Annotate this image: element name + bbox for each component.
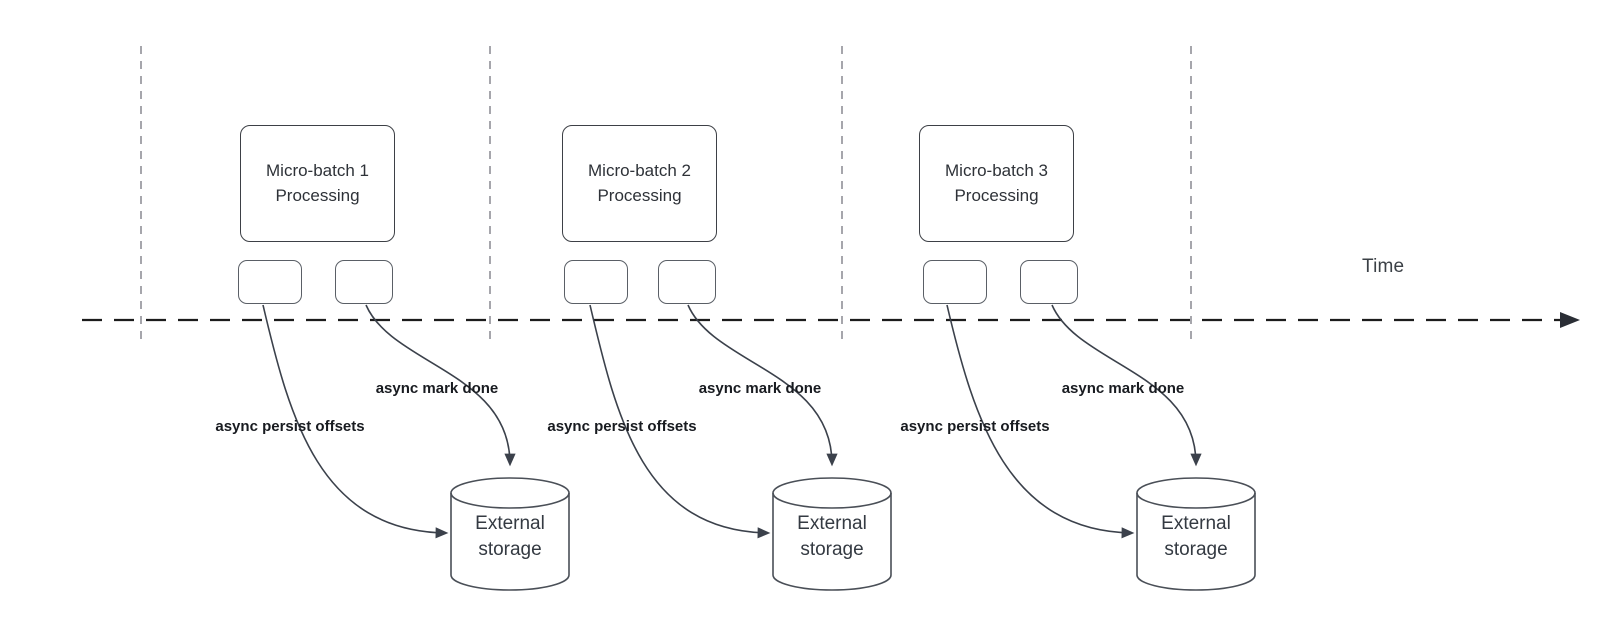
persist-offsets-arrow bbox=[946, 304, 1135, 539]
persist-offsets-arrow bbox=[262, 304, 449, 539]
time-axis-arrowhead bbox=[1560, 312, 1580, 328]
mark-done-arrow bbox=[687, 304, 838, 467]
time-axis-label: Time bbox=[1362, 256, 1405, 277]
mark-done-arrow bbox=[1051, 304, 1202, 467]
mark-done-arrow bbox=[365, 304, 516, 467]
persist-offsets-arrow bbox=[589, 304, 771, 539]
